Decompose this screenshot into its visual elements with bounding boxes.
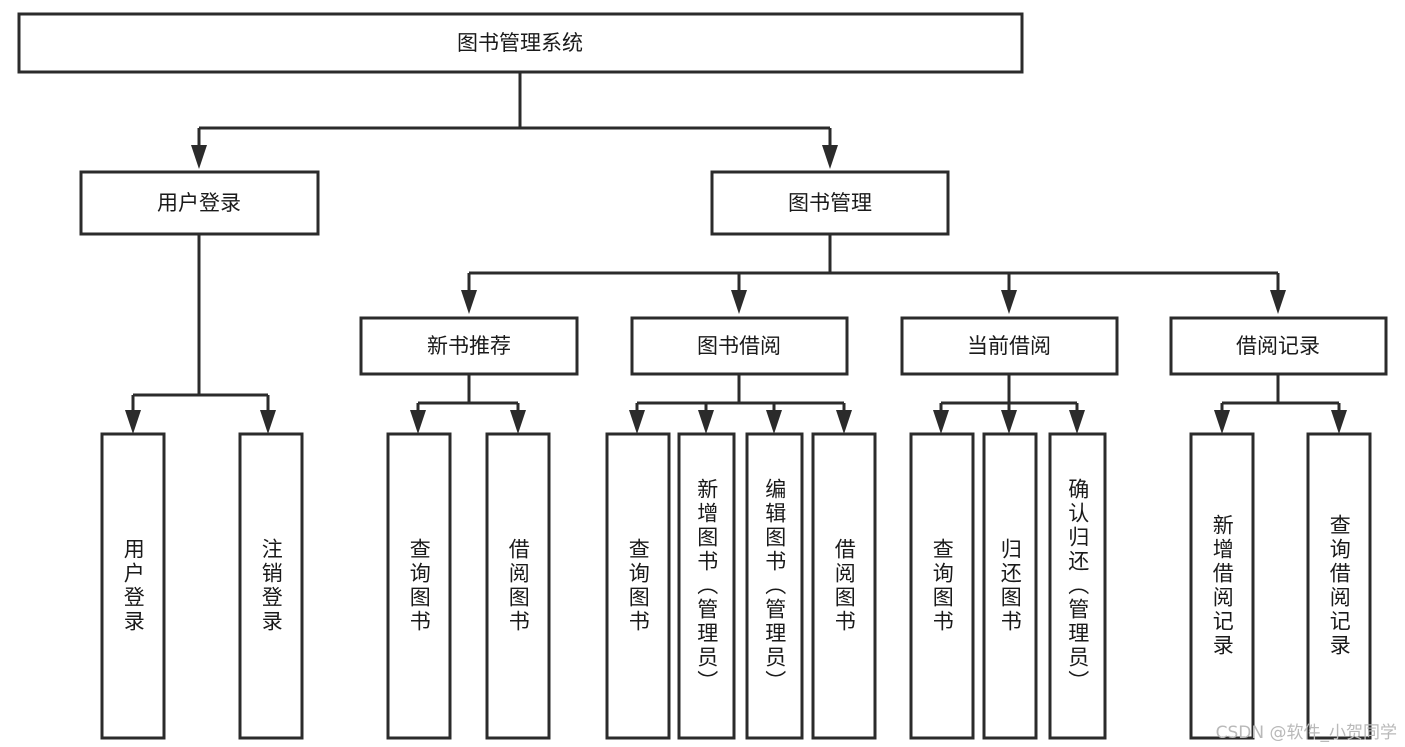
arrowhead-borrowrecord-leaf2-icon (1331, 410, 1347, 434)
arrowhead-newbook-leaf2-icon (510, 410, 526, 434)
arrowhead-newbook-leaf1-icon (410, 410, 426, 434)
connector-group (125, 72, 1347, 434)
arrowhead-bookborrow-leaf1-icon (629, 410, 645, 434)
arrowhead-currentborrow-icon (1001, 290, 1017, 314)
node-root-label: 图书管理系统 (457, 31, 583, 55)
csdn-watermark: CSDN @软件_小贺同学 (1215, 723, 1397, 743)
leaf-box-new-book-1[interactable] (386, 432, 452, 740)
node-new-book-recommend-box[interactable] (359, 316, 579, 376)
leaf-box-borrow-record-2[interactable] (1306, 432, 1372, 740)
arrowhead-bookborrow-leaf3-icon (766, 410, 782, 434)
arrowhead-borrowrecord-leaf1-icon (1214, 410, 1230, 434)
leaf-box-book-borrow-1[interactable] (605, 432, 671, 740)
arrowhead-bookborrow-leaf2-icon (698, 410, 714, 434)
node-book-management-label: 图书管理 (788, 191, 872, 215)
leaf-box-book-borrow-4[interactable] (811, 432, 877, 740)
node-borrow-record-box[interactable] (1169, 316, 1388, 376)
arrowhead-bookborrow-icon (731, 290, 747, 314)
node-book-borrow-box[interactable] (630, 316, 849, 376)
node-current-borrow-box[interactable] (900, 316, 1119, 376)
node-root-box[interactable] (17, 12, 1024, 74)
node-current-borrow-label: 当前借阅 (967, 334, 1051, 358)
node-book-management-box[interactable] (710, 170, 950, 236)
node-user-login-label: 用户登录 (157, 191, 241, 215)
arrowhead-bookborrow-leaf4-icon (836, 410, 852, 434)
node-book-borrow-label: 图书借阅 (697, 334, 781, 358)
arrowhead-currentborrow-leaf3-icon (1069, 410, 1085, 434)
leaf-box-new-book-2[interactable] (485, 432, 551, 740)
arrowhead-borrowrecord-icon (1270, 290, 1286, 314)
leaf-box-current-borrow-2[interactable] (982, 432, 1038, 740)
leaf-box-current-borrow-3[interactable] (1048, 432, 1107, 740)
arrowhead-userlogin-leaf1-icon (125, 410, 141, 434)
node-borrow-record-label: 借阅记录 (1236, 334, 1320, 358)
node-new-book-recommend-label: 新书推荐 (427, 334, 511, 358)
leaf-box-book-borrow-2[interactable] (677, 432, 736, 740)
arrowhead-currentborrow-leaf2-icon (1001, 410, 1017, 434)
arrowhead-userlogin-icon (191, 145, 207, 169)
leaf-box-book-borrow-3[interactable] (745, 432, 804, 740)
node-user-login-box[interactable] (79, 170, 320, 236)
arrowhead-newbook-icon (461, 290, 477, 314)
leaf-box-current-borrow-1[interactable] (909, 432, 975, 740)
leaf-box-user-login-2[interactable] (238, 432, 304, 740)
leaf-box-borrow-record-1[interactable] (1189, 432, 1255, 740)
node-group: 图书管理系统 用户登录 图书管理 新书推荐 图书借阅 当前借阅 借阅记录 (17, 12, 1388, 740)
arrowhead-bookmgmt-icon (822, 145, 838, 169)
arrowhead-userlogin-leaf2-icon (260, 410, 276, 434)
leaf-box-user-login-1[interactable] (100, 432, 166, 740)
arrowhead-currentborrow-leaf1-icon (933, 410, 949, 434)
